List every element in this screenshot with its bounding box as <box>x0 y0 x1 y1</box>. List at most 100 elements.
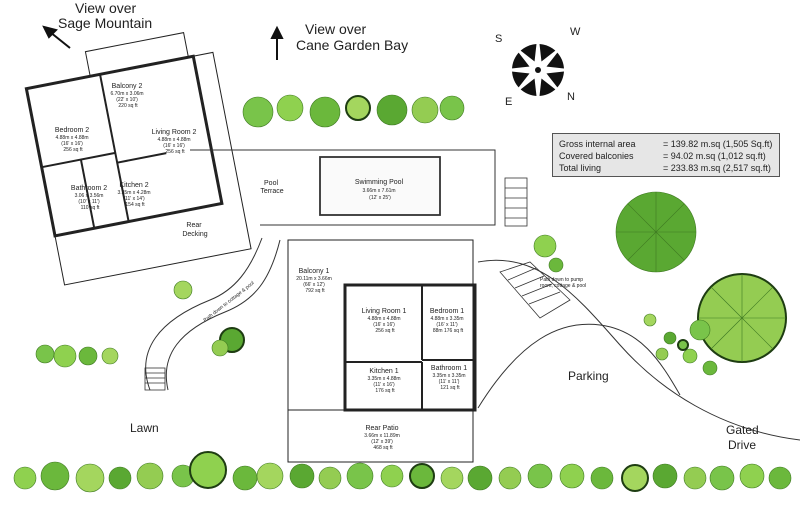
tree-icon <box>380 464 404 488</box>
tree-icon <box>559 463 585 489</box>
tree-icon <box>677 339 689 351</box>
area-label: Gross internal area <box>559 139 636 149</box>
area-value: = 94.02 m.sq (1,012 sq.ft) <box>663 151 766 161</box>
tree-icon <box>621 464 649 492</box>
tree-branch <box>627 203 657 233</box>
tree-icon <box>467 465 493 491</box>
tree-icon <box>643 313 657 327</box>
tree-icon <box>652 463 678 489</box>
area-value: = 233.83 m.sq (2,517 sq.ft) <box>663 163 771 173</box>
tree-icon <box>411 96 439 124</box>
area-label: Covered balconies <box>559 151 634 161</box>
tree-icon <box>663 331 677 345</box>
pool-label: Swimming Pool 3.66m x 7.61m (12' x 25') <box>355 179 405 201</box>
tree-icon <box>440 466 464 490</box>
main-house <box>287 239 477 463</box>
path-to-cottage <box>145 237 263 391</box>
tree-icon <box>13 466 37 490</box>
tree-icon <box>768 466 792 490</box>
tree-branch <box>710 317 743 350</box>
area-value: = 139.82 m.sq (1,505 Sq.ft) <box>663 139 773 149</box>
tree-branch <box>710 286 743 319</box>
tree-icon <box>590 466 614 490</box>
area-summary-table: Gross internal area = 139.82 m.sq (1,505… <box>552 133 780 177</box>
view-sage-line1: View over <box>75 0 137 16</box>
living2-label: Living Room 2 4.88m x 4.88m (16' x 16') … <box>152 129 199 155</box>
compass-rose <box>501 33 575 107</box>
compass-letters: S W N E <box>495 26 581 108</box>
path-cottage-label: Path down to cottage & pool <box>203 280 256 323</box>
balcony2-label: Balcony 2 6.70m x 3.06m (22' x 10') 220 … <box>110 83 145 109</box>
ground-labels: Parking Lawn Gated Drive <box>130 369 759 452</box>
tree-icon <box>242 96 274 128</box>
area-label: Total living <box>559 163 602 173</box>
tree-icon <box>101 347 119 365</box>
view-arrows <box>42 25 284 60</box>
area-row: Covered balconies = 94.02 m.sq (1,012 sq… <box>559 150 773 162</box>
driveway-upper-edge <box>477 259 800 441</box>
bathroom1-label: Bathroom 1 3.35m x 3.35m (11' x 11') 121… <box>431 365 469 391</box>
bedroom1-label: Bedroom 1 4.88m x 3.35m (16' x 11') 88m … <box>430 308 466 334</box>
steps <box>144 177 571 391</box>
tree-icon <box>702 360 718 376</box>
gated-label-line2: Drive <box>728 438 756 452</box>
tree-icon <box>739 463 765 489</box>
tree-icon <box>309 96 341 128</box>
tree-icon <box>232 465 258 491</box>
tree-icon <box>498 466 522 490</box>
balcony1-label: Balcony 1 20.11m x 3.66m (66' x 12') 792… <box>296 268 333 294</box>
tree-icon <box>345 95 371 121</box>
tree-icon <box>709 465 735 491</box>
tree-branch <box>741 286 774 319</box>
gated-label-line1: Gated <box>726 423 759 437</box>
path-to-cottage-edge <box>165 239 281 391</box>
pool-area <box>190 149 496 226</box>
parking-label: Parking <box>568 369 609 383</box>
driveway-lower-edge <box>477 323 681 409</box>
tree-icon <box>78 346 98 366</box>
area-row: Total living = 233.83 m.sq (2,517 sq.ft) <box>559 162 773 174</box>
tree-icon <box>682 348 698 364</box>
compass-w: W <box>570 26 581 38</box>
cottage-labels: Balcony 2 6.70m x 3.06m (22' x 10') 220 … <box>55 83 199 211</box>
compass-n: N <box>567 91 575 103</box>
view-cane-line1: View over <box>305 21 367 37</box>
view-sage-line2: Sage Mountain <box>58 15 152 31</box>
kitchen1-label: Kitchen 1 3.35m x 4.88m (11' x 16') 176 … <box>367 368 402 394</box>
area-row: Gross internal area = 139.82 m.sq (1,505… <box>559 138 773 150</box>
path-pump-label: Path down to pump room, cottage & pool <box>540 277 586 289</box>
tree-icon <box>689 319 711 341</box>
tree-icon <box>655 347 669 361</box>
tree-icon <box>173 280 193 300</box>
tree-icon <box>136 462 164 490</box>
tree-icon <box>533 234 557 258</box>
rear-patio-label: Rear Patio 3.66m x 11.89m (12' x 39') 46… <box>364 425 401 451</box>
tree-icon <box>108 466 132 490</box>
trees <box>13 94 792 493</box>
pool-labels: Swimming Pool 3.66m x 7.61m (12' x 25') … <box>182 179 405 238</box>
tree-icon <box>409 463 435 489</box>
lawn-label: Lawn <box>130 421 159 435</box>
tree-icon <box>318 466 342 490</box>
swimming-pool <box>319 156 441 216</box>
tree-icon <box>527 463 553 489</box>
view-labels: View over Sage Mountain View over Cane G… <box>58 0 408 53</box>
tree-icon <box>289 463 315 489</box>
tree-branch <box>655 203 685 233</box>
tree-icon <box>346 462 374 490</box>
tree-icon <box>53 344 77 368</box>
tree-icon <box>189 451 227 489</box>
living1-label: Living Room 1 4.88m x 4.88m (16' x 16') … <box>362 308 409 334</box>
tree-icon <box>211 339 229 357</box>
tree-icon <box>548 257 564 273</box>
tree-branch <box>627 231 657 261</box>
tree-branch <box>655 231 685 261</box>
compass-s: S <box>495 33 502 45</box>
bathroom2-label: Bathroom 2 3.06 x 3.56m (10' x 11') 110 … <box>71 185 109 211</box>
cottage-building <box>24 32 252 286</box>
pool-terrace-label: Pool Terrace <box>260 180 283 195</box>
tree-icon <box>75 463 105 493</box>
tree-icon <box>40 461 70 491</box>
